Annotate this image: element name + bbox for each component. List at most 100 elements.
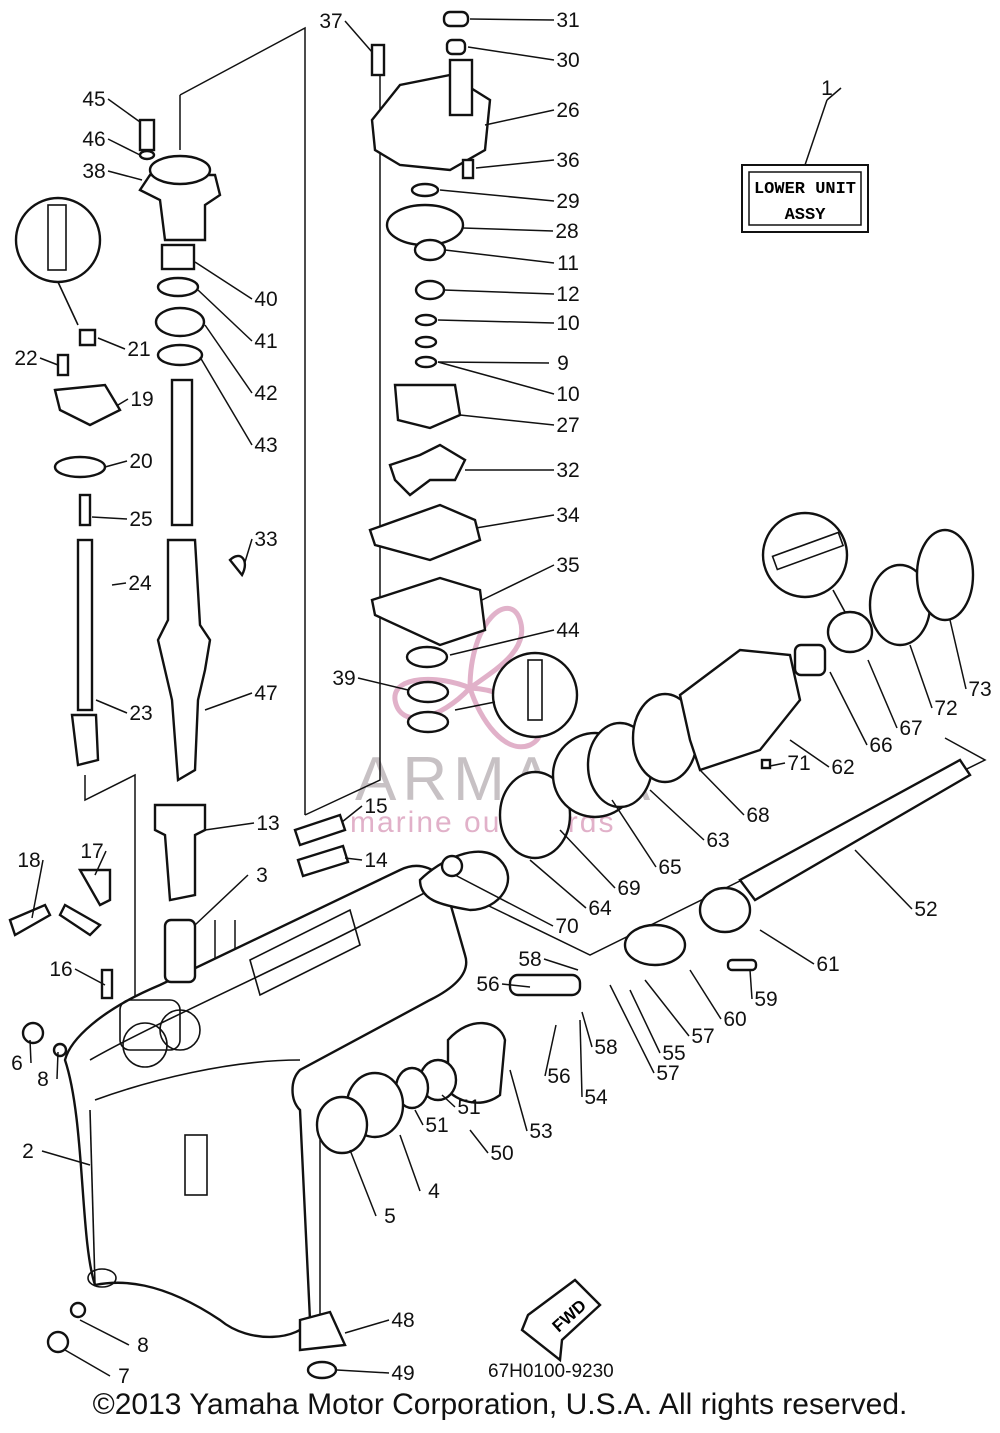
leader-line-21 xyxy=(97,337,126,350)
callout-labels: 1234567889101011121314151617181920212223… xyxy=(11,9,992,1388)
lower-unit-assy-box: LOWER UNIT ASSY xyxy=(741,99,869,233)
callout-25: 25 xyxy=(129,508,152,531)
callout-33: 33 xyxy=(254,528,277,551)
callout-62: 62 xyxy=(831,756,854,779)
callout-26: 26 xyxy=(556,99,579,122)
leader-line-24 xyxy=(111,582,127,586)
leader-line-8 xyxy=(56,1051,59,1080)
callout-60: 60 xyxy=(723,1008,746,1031)
parts-propshaft xyxy=(298,528,975,1380)
leader-line-56 xyxy=(501,983,531,988)
leader-line-45 xyxy=(107,98,141,123)
leader-line-9 xyxy=(437,361,550,364)
callout-9: 9 xyxy=(557,352,569,375)
leader-line-51 xyxy=(414,1109,424,1126)
leader-line-27 xyxy=(459,414,555,426)
leader-line-58 xyxy=(581,1011,593,1048)
leader-line-47 xyxy=(204,692,253,711)
callout-65: 65 xyxy=(658,856,681,879)
callout-61: 61 xyxy=(816,953,839,976)
leader-line-28 xyxy=(462,227,554,232)
callout-70: 70 xyxy=(555,915,578,938)
callout-16: 16 xyxy=(49,958,72,981)
leader-line-35 xyxy=(481,564,555,601)
callout-18: 18 xyxy=(17,849,40,872)
copyright-notice: ©2013 Yamaha Motor Corporation, U.S.A. A… xyxy=(92,1388,908,1421)
leader-line-6 xyxy=(29,1039,32,1064)
parts-middle xyxy=(293,10,492,878)
callout-64: 64 xyxy=(588,897,612,920)
leader-line-57 xyxy=(609,984,655,1074)
callout-38: 38 xyxy=(82,160,105,183)
callout-66: 66 xyxy=(869,734,892,757)
leader-line-17 xyxy=(94,850,107,876)
callout-51: 51 xyxy=(425,1114,448,1137)
leader-line-56 xyxy=(544,1024,557,1077)
callout-56: 56 xyxy=(476,973,499,996)
callout-8: 8 xyxy=(137,1334,149,1357)
callout-44: 44 xyxy=(556,619,580,642)
callout-67: 67 xyxy=(899,717,922,740)
leader-line-69 xyxy=(559,829,616,889)
callout-19: 19 xyxy=(130,388,153,411)
callout-42: 42 xyxy=(254,382,277,405)
leader-line-25 xyxy=(91,516,128,520)
leader-line-38 xyxy=(107,170,143,181)
callout-46: 46 xyxy=(82,128,105,151)
leader-line-22 xyxy=(39,357,59,366)
callout-57: 57 xyxy=(656,1062,679,1085)
callout-30: 30 xyxy=(556,49,579,72)
leader-line-30 xyxy=(467,46,555,61)
callout-4: 4 xyxy=(428,1180,440,1203)
leader-line-43 xyxy=(199,356,253,446)
leader-line-2 xyxy=(41,1150,91,1166)
callout-43: 43 xyxy=(254,434,277,457)
leader-line-4 xyxy=(399,1134,421,1192)
callout-35: 35 xyxy=(556,554,579,577)
leader-line-18 xyxy=(31,859,44,919)
callout-22: 22 xyxy=(14,347,37,370)
leader-line-42 xyxy=(204,324,253,394)
leader-line-61 xyxy=(759,929,815,965)
callout-34: 34 xyxy=(556,504,580,527)
detail-callout-circles xyxy=(14,196,849,739)
callout-7: 7 xyxy=(118,1365,130,1388)
callout-55: 55 xyxy=(662,1042,685,1065)
leader-line-14 xyxy=(344,857,363,861)
callout-51: 51 xyxy=(457,1096,480,1119)
leader-line-16 xyxy=(74,968,106,986)
leader-line-54 xyxy=(579,1019,583,1098)
callout-69: 69 xyxy=(617,877,640,900)
callout-47: 47 xyxy=(254,682,277,705)
callout-73: 73 xyxy=(968,678,991,701)
callout-20: 20 xyxy=(129,450,152,473)
reference-code: 67H0100-9230 xyxy=(488,1361,614,1382)
callout-72: 72 xyxy=(934,697,957,720)
callout-41: 41 xyxy=(254,330,277,353)
leader-line-67 xyxy=(867,659,898,729)
callout-24: 24 xyxy=(128,572,152,595)
callout-10: 10 xyxy=(556,312,579,335)
callout-57: 57 xyxy=(691,1025,714,1048)
leader-line-50 xyxy=(469,1129,489,1154)
callout-27: 27 xyxy=(556,414,579,437)
gearcase-housing xyxy=(63,864,468,1339)
leader-line-12 xyxy=(443,289,555,295)
callout-58: 58 xyxy=(518,948,541,971)
leader-line-41 xyxy=(197,289,253,342)
leader-line-5 xyxy=(349,1149,377,1217)
callout-36: 36 xyxy=(556,149,579,172)
leader-line-53 xyxy=(509,1069,528,1132)
callout-13: 13 xyxy=(256,812,279,835)
leader-line-39 xyxy=(357,677,409,691)
leader-line-29 xyxy=(439,189,555,202)
leader-line-71 xyxy=(769,762,786,767)
leader-line-55 xyxy=(629,989,661,1054)
callout-8: 8 xyxy=(37,1068,49,1091)
leader-line-64 xyxy=(529,859,587,909)
leader-line-65 xyxy=(611,799,657,868)
callout-56: 56 xyxy=(547,1065,570,1088)
leader-line-15 xyxy=(341,805,363,823)
callout-52: 52 xyxy=(914,898,937,921)
